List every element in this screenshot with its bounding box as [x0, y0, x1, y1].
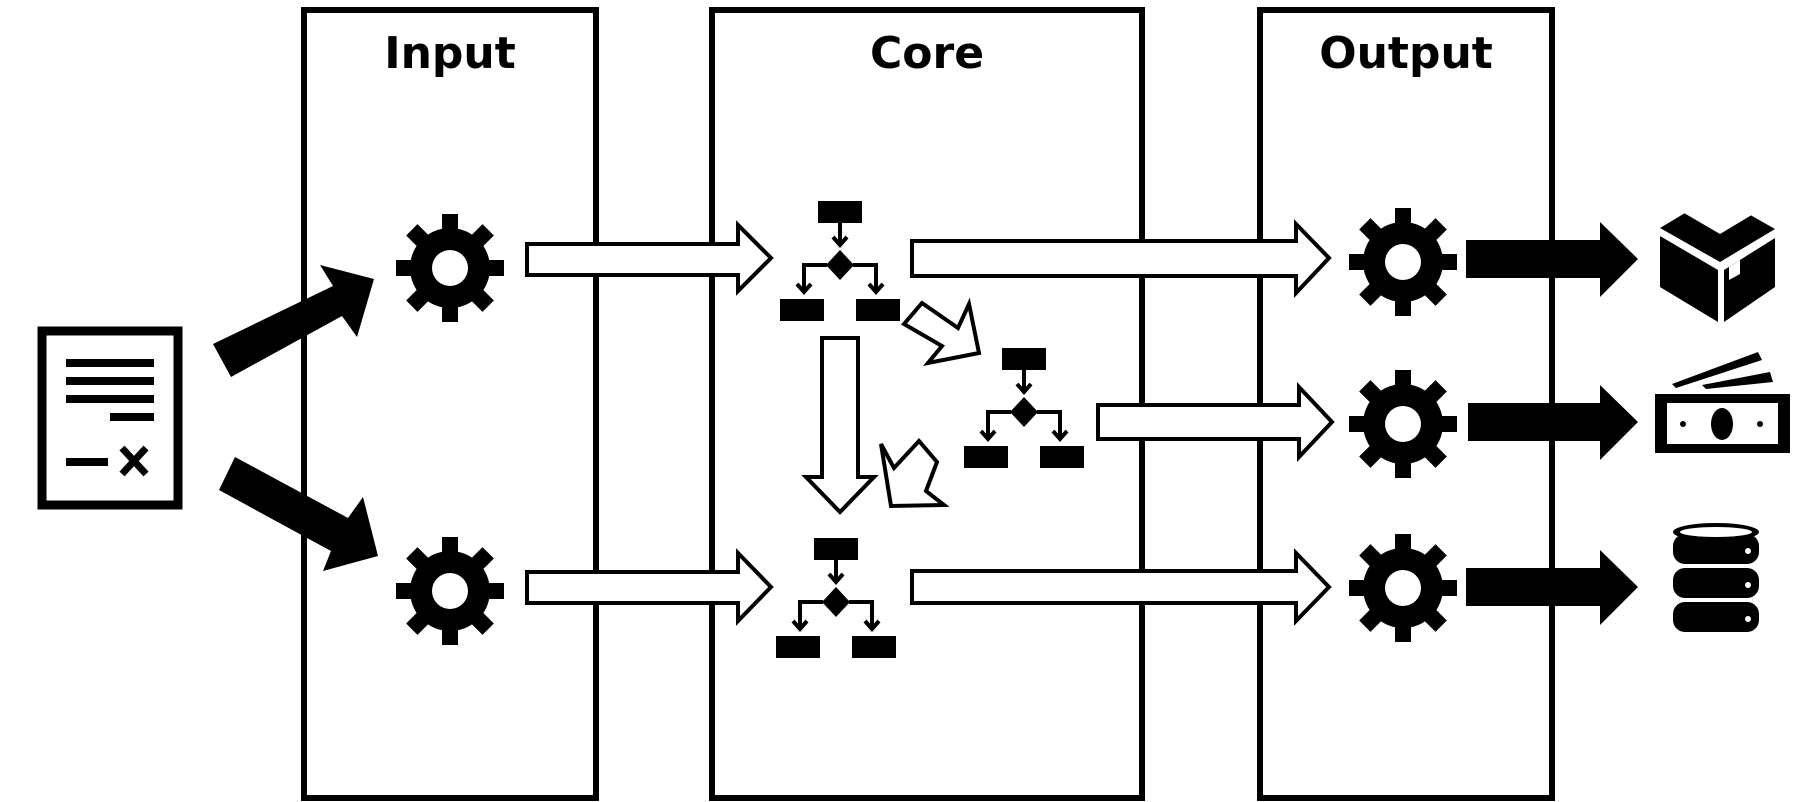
flowchart-icon	[962, 346, 1086, 470]
document-form-icon	[37, 326, 183, 510]
input-column-box	[301, 7, 599, 801]
core-column-title: Core	[869, 28, 985, 79]
gear-icon	[1349, 208, 1457, 316]
hollow-arrow-icon	[910, 219, 1332, 299]
hollow-arrow-icon	[1096, 381, 1335, 463]
solid-arrow-icon	[1468, 385, 1638, 460]
hollow-arrow-icon	[801, 336, 879, 515]
flowchart-icon	[774, 536, 898, 660]
solid-arrow-icon	[213, 265, 374, 377]
solid-arrow-icon	[1466, 222, 1638, 297]
gear-icon	[396, 537, 504, 645]
gear-icon	[1349, 370, 1457, 478]
solid-arrow-icon	[219, 457, 378, 571]
database-icon	[1673, 523, 1759, 632]
input-column-title: Input	[384, 28, 516, 79]
solid-arrow-icon	[1466, 550, 1638, 625]
flowchart-icon	[778, 199, 902, 323]
output-column-title: Output	[1319, 28, 1493, 79]
money-bill-icon	[1655, 352, 1790, 453]
hollow-arrow-icon	[525, 220, 774, 296]
gear-icon	[396, 214, 504, 322]
hollow-arrow-icon	[879, 437, 950, 509]
core-column-box	[709, 7, 1145, 801]
package-box-icon	[1660, 189, 1775, 322]
hollow-arrow-icon	[900, 297, 982, 367]
hollow-arrow-icon	[910, 548, 1332, 626]
hollow-arrow-icon	[525, 548, 774, 626]
gear-icon	[1349, 534, 1457, 642]
